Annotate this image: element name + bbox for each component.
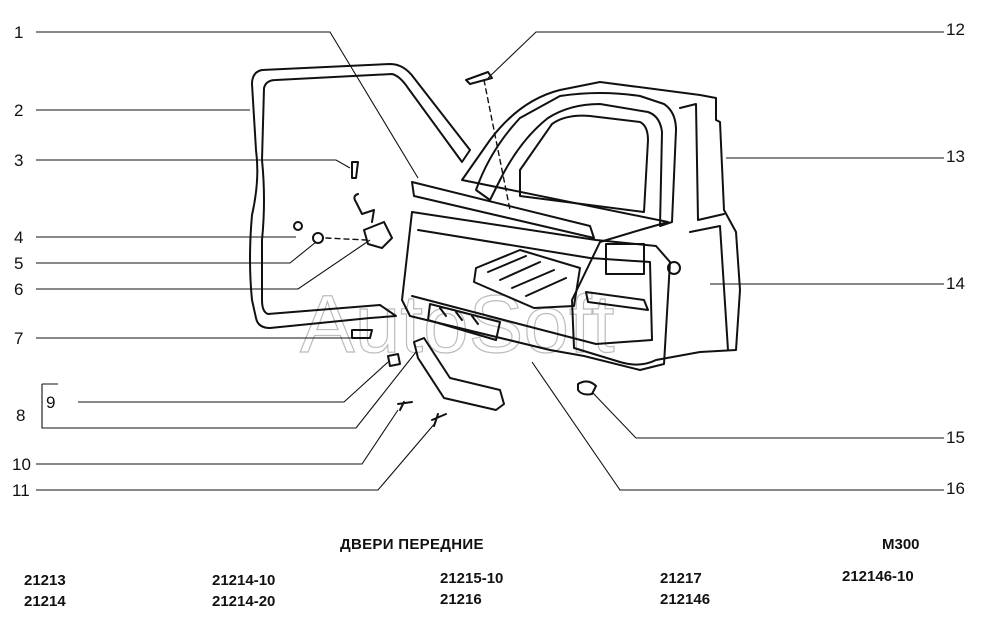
shell-opening-part [605,243,645,275]
window-frame-part [475,92,677,227]
model-code: 21214 [24,593,66,610]
model-code: 21215-10 [440,570,504,587]
model-code: 21217 [660,570,702,587]
washer-part-5 [312,232,324,244]
screw-part-4 [293,221,303,231]
door-shell-part [461,81,741,366]
model-group-4: 21217 212146 [660,568,710,610]
clip-part-15 [577,380,597,396]
callout-11: 11 [12,481,30,500]
inner-handle-part [585,291,649,311]
button-part-3 [351,161,359,179]
door-edge-part [679,103,729,351]
callout-15: 15 [946,428,965,447]
model-group-1: 21213 21214 [24,570,66,612]
model-group-5: 212146-10 [842,566,914,587]
model-code: 21214-20 [212,593,276,610]
armrest-part [413,337,505,411]
leader-5 [36,241,317,264]
diagram-code: М300 [882,536,920,553]
leader-10 [36,409,399,465]
callout-12: 12 [946,20,965,39]
leader-8-9 [41,351,417,429]
lock-part [353,193,393,249]
pin-part-12 [465,71,493,85]
callout-2: 2 [14,101,23,120]
callout-14: 14 [946,274,965,293]
door-seal-part [249,63,471,329]
callout-8: 8 [16,406,25,425]
callout-3: 3 [14,151,23,170]
diagram-title: ДВЕРИ ПЕРЕДНИЕ [340,536,484,553]
leader-16 [531,361,944,491]
model-group-2: 21214-10 21214-20 [212,570,275,612]
vent-part [427,303,501,341]
bushing-part-9 [387,353,401,367]
dash-line-5 [325,237,367,241]
model-code: 212146 [660,591,711,608]
leader-12 [487,31,944,79]
model-code: 212146-10 [842,568,914,585]
shell-hole-part [667,261,681,275]
callout-16: 16 [946,479,965,498]
model-code: 21216 [440,591,482,608]
model-group-3: 21215-10 21216 [440,568,503,610]
belt-strip-part [411,181,595,239]
leader-15 [591,391,944,439]
callout-6: 6 [14,280,23,299]
leader-6 [36,239,371,290]
callout-9: 9 [46,393,55,412]
callout-5: 5 [14,254,23,273]
callout-7: 7 [14,329,23,348]
trim-panel-inner [411,229,653,345]
callout-4: 4 [14,228,23,247]
plug-part-7 [351,329,373,339]
callout-10: 10 [12,455,31,474]
pocket-part [473,249,581,309]
pocket-slats [487,255,567,297]
screw-part-10 [397,401,413,411]
leader-11 [36,421,437,491]
dash-line-12 [483,79,511,211]
leader-1 [36,31,419,179]
callout-1: 1 [14,23,23,42]
callout-13: 13 [946,147,965,166]
watermark: AutoSoft [300,279,615,370]
model-code: 21213 [24,572,66,589]
model-code: 21214-10 [212,572,276,589]
leader-3 [36,159,351,169]
window-inner-part [519,114,649,213]
